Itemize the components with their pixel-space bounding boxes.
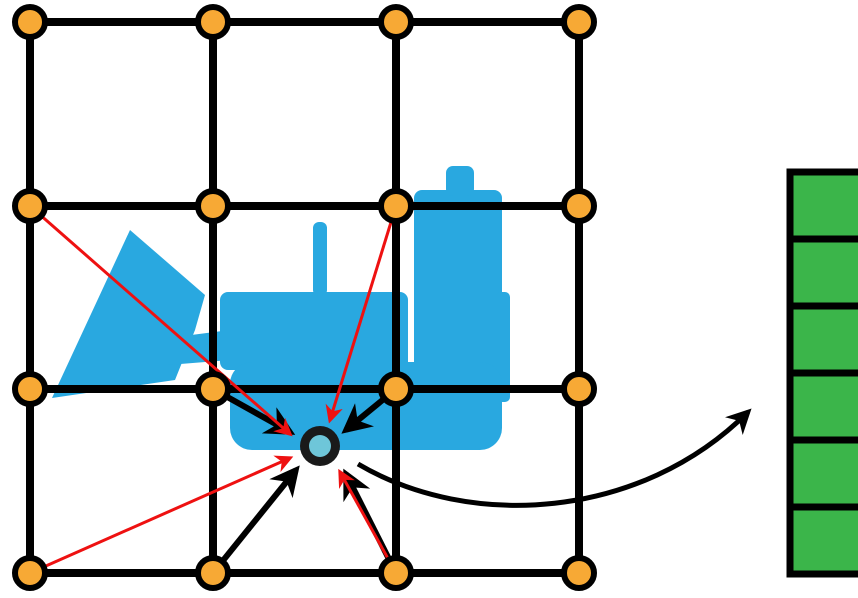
feature-vector-icon [790,172,858,574]
robot-cab [414,190,502,372]
grid-node [15,374,45,404]
feature-cell [790,440,858,507]
feature-cell [790,373,858,440]
feature-cell [790,306,858,373]
grid-node [198,558,228,588]
robot-blade [52,230,205,398]
grid-node [381,374,411,404]
grid-node [381,558,411,588]
robot-body [220,292,408,370]
grid-node [564,558,594,588]
robot-antenna [313,222,327,296]
grid-node [564,7,594,37]
grid-node [381,7,411,37]
sample-point-center [309,435,331,457]
grid-node [15,7,45,37]
grid-node [381,191,411,221]
feature-cell [790,239,858,306]
distant-arrow [30,458,290,573]
grid-node [198,191,228,221]
sample-point-icon [300,426,340,466]
grid-node [564,191,594,221]
grid-node [198,7,228,37]
feature-cell [790,507,858,574]
grid-node [198,374,228,404]
robot-track [230,362,502,450]
grid-node [564,374,594,404]
robot-cab-knob [446,166,474,196]
grid-node [15,558,45,588]
feature-cell [790,172,858,239]
grid-node [15,191,45,221]
